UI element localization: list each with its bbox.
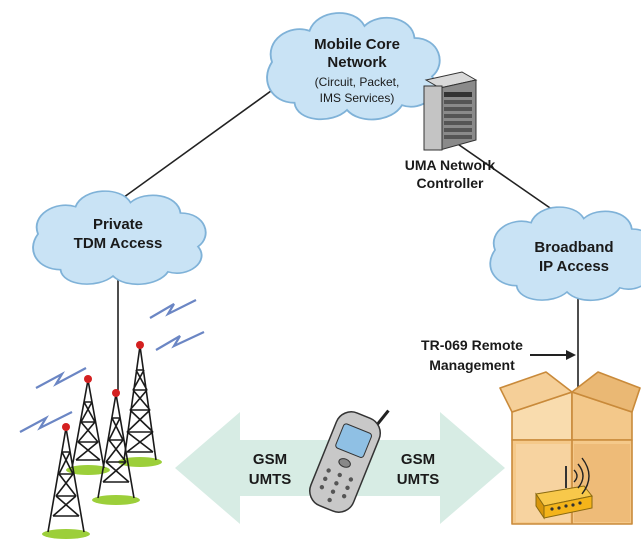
lightning-icon — [19, 299, 205, 433]
open-box-icon — [499, 371, 641, 525]
link-controller-broadband — [451, 139, 554, 211]
uma-controller-label-2: Controller — [417, 175, 484, 191]
radio-left-label-2: UMTS — [249, 471, 292, 488]
radio-right-label-1: GSM — [401, 451, 435, 468]
link-tdm-core — [119, 69, 301, 201]
server-icon — [423, 71, 478, 151]
mobile-core-sub-2: IMS Services) — [320, 91, 395, 105]
cell-tower-icon — [42, 341, 162, 539]
broadband-label-2: IP Access — [539, 258, 609, 275]
mobile-core-sub-1: (Circuit, Packet, — [315, 75, 400, 89]
radio-left-label-1: GSM — [253, 451, 287, 468]
private-tdm-label-2: TDM Access — [74, 235, 163, 252]
broadband-label-1: Broadband — [534, 239, 613, 256]
tr069-label-1: TR-069 Remote — [421, 337, 523, 353]
mobile-phone-icon — [309, 409, 390, 513]
uma-controller-label-1: UMA Network — [405, 157, 496, 173]
mobile-core-title-2: Network — [327, 54, 387, 71]
pointer-arrow-icon — [530, 350, 576, 360]
router-icon — [535, 466, 593, 520]
connection-lines — [117, 69, 579, 398]
tr069-label-2: Management — [429, 357, 515, 373]
mobile-core-title-1: Mobile Core — [314, 36, 400, 53]
private-tdm-label-1: Private — [93, 216, 143, 233]
radio-right-label-2: UMTS — [397, 471, 440, 488]
wifi-signal-icon — [573, 457, 590, 495]
